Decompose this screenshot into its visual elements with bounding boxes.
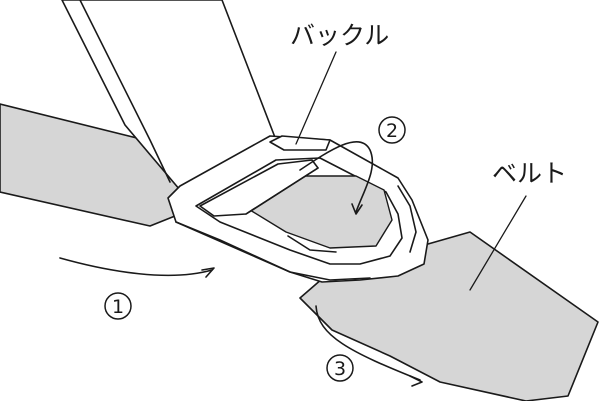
- step-1-number: 1: [112, 296, 124, 318]
- step-2-number: 2: [386, 120, 398, 142]
- buckle-label: バックル: [290, 21, 389, 50]
- buckle-frame: [167, 135, 429, 283]
- belt-leader-line: [469, 195, 527, 291]
- belt-label: ベルト: [492, 159, 567, 188]
- arrow-step1: [59, 257, 213, 277]
- buckle-leader-line: [295, 51, 337, 145]
- leader-lines: [295, 51, 527, 291]
- step-marker-2: 2: [378, 116, 406, 144]
- step-3-number: 3: [334, 358, 346, 380]
- step-marker-3: 3: [326, 354, 354, 382]
- arrows: [59, 140, 423, 387]
- arrow-step2: [299, 140, 374, 213]
- arrow-step3: [315, 305, 421, 381]
- step-marker-1: 1: [104, 292, 132, 320]
